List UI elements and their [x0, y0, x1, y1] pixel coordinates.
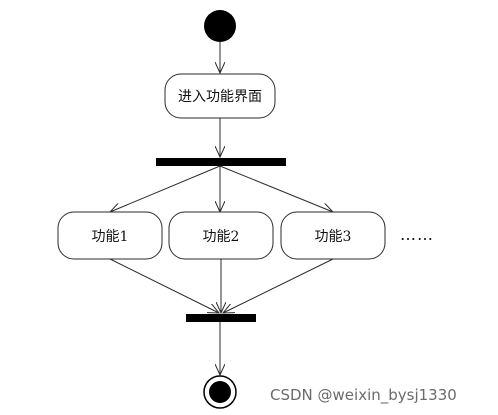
entry-activity-label: 进入功能界面	[178, 89, 262, 105]
end-node	[203, 375, 237, 409]
function2-label: 功能2	[203, 229, 240, 245]
flow-arrow-fork-function1	[110, 165, 221, 212]
function3-label: 功能3	[315, 229, 352, 245]
function1-activity: 功能1	[57, 211, 163, 260]
more-functions-ellipsis: ……	[400, 225, 434, 244]
function3-activity: 功能3	[280, 211, 386, 260]
flow-arrow-function3-join	[223, 258, 334, 313]
start-node	[204, 10, 236, 42]
entry-activity: 进入功能界面	[164, 73, 276, 119]
join-bar	[186, 314, 256, 322]
function1-label: 功能1	[92, 229, 129, 245]
flow-arrow-function1-join	[109, 258, 219, 313]
fork-bar	[156, 158, 286, 166]
watermark-text: CSDN @weixin_bysj1330	[270, 386, 457, 405]
function2-activity: 功能2	[168, 211, 274, 260]
flow-arrow-fork-function3	[219, 165, 333, 212]
